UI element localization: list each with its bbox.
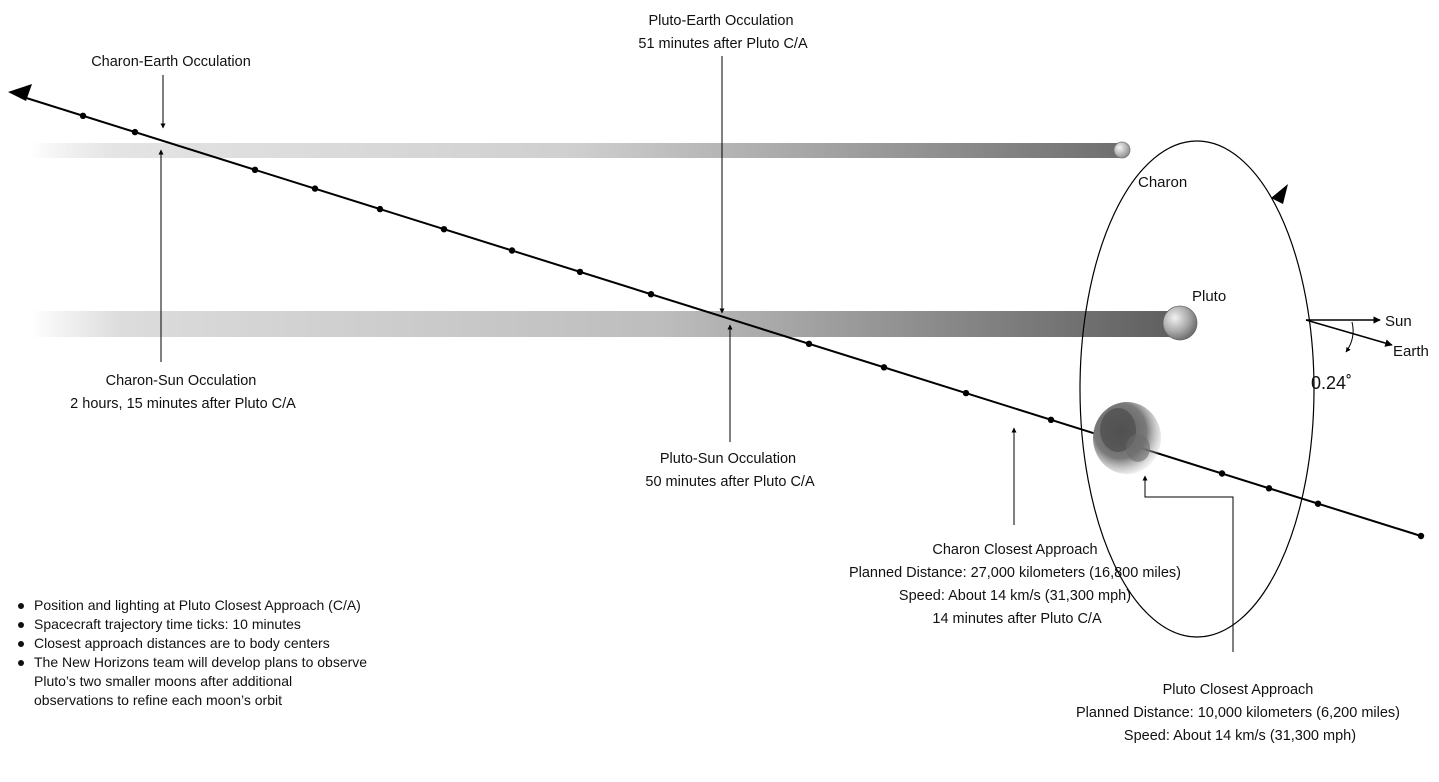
sun-earth-direction bbox=[1305, 316, 1393, 353]
pluto-ca-pointer bbox=[1142, 475, 1234, 652]
charon-body bbox=[1113, 141, 1131, 159]
pluto-body bbox=[1162, 305, 1198, 341]
trajectory-tick bbox=[251, 166, 259, 173]
trajectory-tick bbox=[79, 112, 87, 120]
trajectory-tick bbox=[1417, 532, 1425, 540]
charon-name-label: Charon bbox=[1138, 174, 1187, 191]
trajectory-tick bbox=[880, 364, 888, 371]
trajectory-tick bbox=[1047, 416, 1055, 423]
trajectory-tick bbox=[1314, 500, 1322, 507]
trajectory-tick bbox=[805, 340, 813, 347]
earth-label: Earth bbox=[1393, 343, 1429, 360]
note-item: Closest approach distances are to body c… bbox=[16, 634, 374, 653]
trajectory-tick bbox=[131, 128, 139, 136]
angle-label: 0.24˚ bbox=[1311, 373, 1352, 393]
trajectory-tick bbox=[576, 268, 584, 276]
trajectory-tick bbox=[1218, 470, 1226, 477]
trajectory-tick bbox=[508, 247, 516, 254]
trajectory-tick bbox=[647, 291, 655, 298]
trajectory-tick bbox=[376, 205, 384, 213]
trajectory-tick bbox=[1265, 485, 1273, 492]
trajectory-tick bbox=[440, 226, 448, 233]
trajectory-time-ticks bbox=[79, 112, 1425, 540]
notes-list: Position and lighting at Pluto Closest A… bbox=[16, 596, 374, 710]
pluto-sun-occultation-label: Pluto-Sun Occulation 50 minutes after Pl… bbox=[645, 451, 815, 490]
note-item: Position and lighting at Pluto Closest A… bbox=[16, 596, 374, 615]
charon-orbit bbox=[1079, 140, 1315, 638]
charon-sun-occultation-label: Charon-Sun Occulation 2 hours, 15 minute… bbox=[70, 373, 296, 412]
pluto-shadow bbox=[30, 311, 1180, 337]
charon-earth-occultation-label: Charon-Earth Occulation bbox=[91, 54, 251, 70]
note-item: The New Horizons team will develop plans… bbox=[16, 653, 374, 710]
spacecraft-icon bbox=[1093, 402, 1161, 474]
pluto-name-label: Pluto bbox=[1192, 288, 1226, 305]
orbit-direction-arrow bbox=[1271, 184, 1288, 204]
charon-closest-approach-label: Charon Closest Approach Planned Distance… bbox=[849, 542, 1185, 627]
pluto-earth-occultation-label: Pluto-Earth Occulation 51 minutes after … bbox=[638, 13, 808, 52]
note-item: Spacecraft trajectory time ticks: 10 min… bbox=[16, 615, 374, 634]
sun-label: Sun bbox=[1385, 313, 1412, 330]
charon-shadow bbox=[30, 143, 1120, 158]
trajectory-arrowhead bbox=[8, 84, 32, 101]
trajectory-tick bbox=[962, 389, 970, 397]
pluto-closest-approach-label: Pluto Closest Approach Planned Distance:… bbox=[1076, 682, 1404, 744]
trajectory-tick bbox=[311, 185, 319, 192]
